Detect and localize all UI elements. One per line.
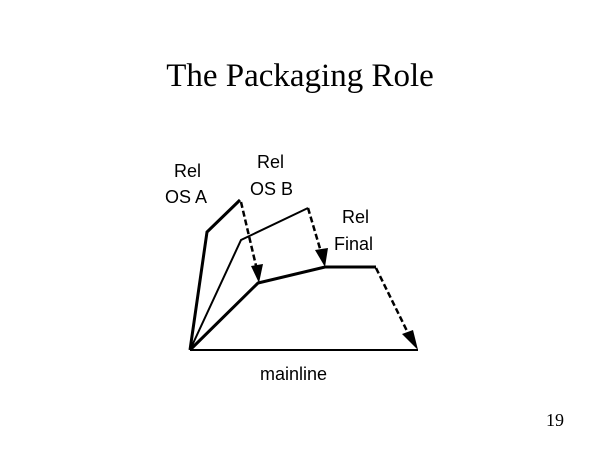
- arrowhead-os-a: [251, 264, 263, 283]
- label-os-b-line1: Rel: [257, 152, 284, 172]
- label-os-a-line2: OS A: [165, 187, 207, 207]
- arrowhead-final: [402, 330, 418, 350]
- label-os-a-line1: Rel: [174, 161, 201, 181]
- slide-title: The Packaging Role: [166, 58, 434, 94]
- merge-arrow-os-a: [239, 201, 259, 271]
- page-number: 19: [546, 410, 564, 430]
- branch-os-a: [188, 198, 242, 351]
- branch-final: [188, 265, 376, 352]
- label-final-line1: Rel: [342, 207, 369, 227]
- label-mainline: mainline: [260, 364, 327, 384]
- label-os-b-line2: OS B: [250, 179, 293, 199]
- label-final-line2: Final: [334, 234, 373, 254]
- branch-os-b: [189, 207, 309, 351]
- merge-arrow-final: [374, 267, 411, 336]
- merge-arrow-os-b: [306, 207, 323, 253]
- arrowhead-os-b: [315, 248, 328, 267]
